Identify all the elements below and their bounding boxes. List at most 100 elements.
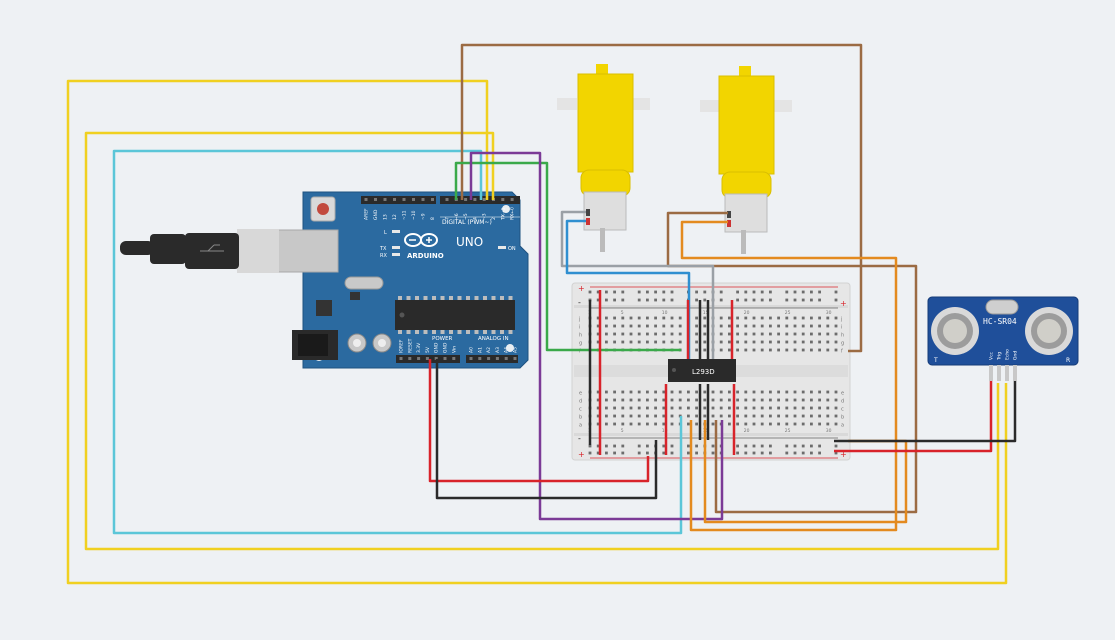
bb-hole[interactable] bbox=[785, 332, 789, 336]
bb-hole[interactable] bbox=[801, 332, 805, 336]
arduino-power-pin[interactable] bbox=[452, 357, 456, 360]
bb-rail-hole[interactable] bbox=[621, 444, 625, 448]
bb-rail-hole[interactable] bbox=[646, 444, 649, 448]
arduino-digital-pin[interactable] bbox=[364, 198, 368, 201]
bb-rail-hole[interactable] bbox=[810, 290, 813, 294]
bb-hole[interactable] bbox=[605, 340, 608, 344]
arduino-power-pin[interactable] bbox=[408, 357, 412, 360]
bb-rail-hole[interactable] bbox=[670, 290, 674, 294]
bb-rail-hole[interactable] bbox=[719, 298, 723, 302]
bb-hole[interactable] bbox=[662, 406, 666, 410]
bb-hole[interactable] bbox=[728, 406, 731, 410]
bb-hole[interactable] bbox=[621, 390, 625, 394]
bb-hole[interactable] bbox=[646, 406, 649, 410]
bb-hole[interactable] bbox=[744, 324, 748, 328]
bb-hole[interactable] bbox=[703, 406, 707, 410]
bb-rail-hole[interactable] bbox=[670, 451, 674, 455]
bb-rail-hole[interactable] bbox=[760, 298, 764, 302]
bb-hole[interactable] bbox=[810, 324, 813, 328]
bb-hole[interactable] bbox=[744, 316, 748, 320]
bb-hole[interactable] bbox=[785, 316, 789, 320]
bb-hole[interactable] bbox=[728, 390, 731, 394]
bb-hole[interactable] bbox=[695, 422, 698, 426]
bb-hole[interactable] bbox=[703, 414, 707, 418]
bb-hole[interactable] bbox=[613, 422, 616, 426]
bb-hole[interactable] bbox=[662, 332, 666, 336]
bb-rail-hole[interactable] bbox=[818, 298, 821, 302]
bb-rail-hole[interactable] bbox=[834, 298, 838, 302]
bb-hole[interactable] bbox=[596, 398, 600, 402]
bb-hole[interactable] bbox=[596, 406, 600, 410]
bb-hole[interactable] bbox=[777, 324, 780, 328]
bb-hole[interactable] bbox=[637, 398, 641, 402]
bb-hole[interactable] bbox=[646, 390, 649, 394]
wire-orange-1[interactable] bbox=[680, 220, 898, 532]
sensor-pin-gnd[interactable] bbox=[1013, 365, 1017, 381]
bb-hole[interactable] bbox=[736, 316, 739, 320]
bb-hole[interactable] bbox=[670, 332, 674, 336]
bb-hole[interactable] bbox=[719, 340, 723, 344]
bb-hole[interactable] bbox=[777, 316, 780, 320]
bb-hole[interactable] bbox=[760, 324, 764, 328]
bb-rail-hole[interactable] bbox=[646, 298, 649, 302]
bb-hole[interactable] bbox=[801, 390, 805, 394]
bb-hole[interactable] bbox=[826, 414, 830, 418]
bb-hole[interactable] bbox=[703, 390, 707, 394]
bb-hole[interactable] bbox=[785, 340, 789, 344]
bb-hole[interactable] bbox=[596, 390, 600, 394]
arduino-digital-pin[interactable] bbox=[383, 198, 387, 201]
bb-rail-hole[interactable] bbox=[703, 290, 707, 294]
bb-rail-hole[interactable] bbox=[637, 444, 641, 448]
bb-hole[interactable] bbox=[736, 348, 739, 352]
bb-hole[interactable] bbox=[752, 324, 756, 328]
bb-hole[interactable] bbox=[728, 422, 731, 426]
bb-hole[interactable] bbox=[834, 422, 838, 426]
bb-hole[interactable] bbox=[654, 324, 657, 328]
bb-hole[interactable] bbox=[744, 414, 748, 418]
bb-hole[interactable] bbox=[613, 340, 616, 344]
bb-hole[interactable] bbox=[760, 422, 764, 426]
bb-hole[interactable] bbox=[834, 324, 838, 328]
bb-rail-hole[interactable] bbox=[621, 290, 625, 294]
bb-hole[interactable] bbox=[662, 414, 666, 418]
bb-hole[interactable] bbox=[670, 398, 674, 402]
bb-hole[interactable] bbox=[777, 414, 780, 418]
bb-hole[interactable] bbox=[744, 332, 748, 336]
bb-hole[interactable] bbox=[613, 332, 616, 336]
arduino-power-pin[interactable] bbox=[443, 357, 447, 360]
bb-hole[interactable] bbox=[596, 324, 600, 328]
bb-hole[interactable] bbox=[728, 398, 731, 402]
bb-hole[interactable] bbox=[662, 324, 666, 328]
bb-hole[interactable] bbox=[703, 332, 707, 336]
bb-hole[interactable] bbox=[621, 324, 625, 328]
bb-hole[interactable] bbox=[670, 316, 674, 320]
bb-hole[interactable] bbox=[703, 316, 707, 320]
bb-rail-hole[interactable] bbox=[621, 451, 625, 455]
arduino-power-pin[interactable] bbox=[399, 357, 403, 360]
bb-hole[interactable] bbox=[801, 422, 805, 426]
bb-rail-hole[interactable] bbox=[695, 451, 698, 455]
arduino-digital-pin[interactable] bbox=[393, 198, 396, 201]
bb-hole[interactable] bbox=[670, 390, 674, 394]
bb-rail-hole[interactable] bbox=[834, 444, 838, 448]
bb-hole[interactable] bbox=[670, 340, 674, 344]
bb-hole[interactable] bbox=[728, 332, 731, 336]
bb-hole[interactable] bbox=[769, 340, 772, 344]
bb-hole[interactable] bbox=[810, 332, 813, 336]
bb-rail-hole[interactable] bbox=[654, 298, 657, 302]
bb-rail-hole[interactable] bbox=[769, 290, 772, 294]
bb-hole[interactable] bbox=[719, 398, 723, 402]
bb-hole[interactable] bbox=[613, 324, 616, 328]
bb-hole[interactable] bbox=[678, 406, 682, 410]
bb-rail-hole[interactable] bbox=[752, 298, 756, 302]
bb-hole[interactable] bbox=[687, 414, 690, 418]
bb-hole[interactable] bbox=[654, 340, 657, 344]
arduino-analog-pin[interactable] bbox=[487, 357, 491, 360]
bb-hole[interactable] bbox=[646, 332, 649, 336]
bb-rail-hole[interactable] bbox=[785, 451, 789, 455]
bb-rail-hole[interactable] bbox=[793, 444, 797, 448]
bb-rail-hole[interactable] bbox=[769, 451, 772, 455]
bb-rail-hole[interactable] bbox=[613, 290, 616, 294]
bb-hole[interactable] bbox=[752, 316, 756, 320]
bb-rail-hole[interactable] bbox=[613, 451, 616, 455]
